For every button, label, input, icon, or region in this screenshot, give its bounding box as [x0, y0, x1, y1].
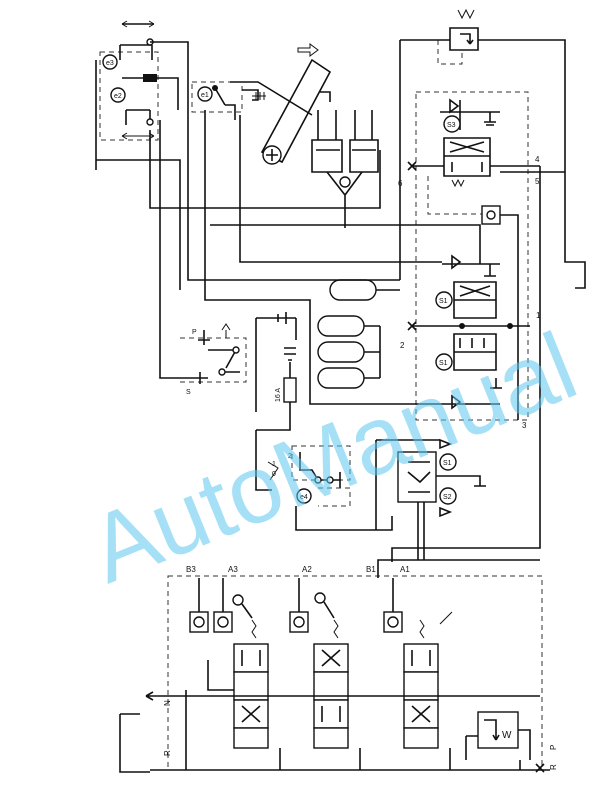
wire-label-3: 3 [522, 421, 527, 430]
label-fuse: 16 A [275, 388, 282, 402]
label-p-bottom: P [549, 745, 558, 750]
sensor-e1 [197, 86, 213, 102]
operating-lever [230, 43, 332, 165]
label-n: N [163, 700, 172, 706]
port-a2: A2 [302, 565, 312, 574]
fuse-16a [283, 377, 297, 403]
valve-stack-1 [403, 611, 453, 749]
wire-label-2: 2 [400, 341, 405, 350]
label-w: W [502, 730, 512, 741]
key-switch-e4: 1 0 2 e4 [255, 430, 393, 531]
relief-valve [477, 711, 519, 749]
label-s1-low: S1 [443, 460, 452, 467]
pressure-switch-top [399, 8, 566, 280]
label-s1-top: S1 [439, 298, 448, 305]
wire-label-4: 4 [535, 155, 540, 164]
port-b3: B3 [186, 565, 196, 574]
valve-s3: S3 [407, 98, 565, 188]
valve-s2-s1-lower: S1 S2 [375, 438, 486, 560]
check-valves-row [189, 611, 403, 633]
solenoid-s1-middle [435, 353, 453, 371]
limit-switch-e1: e1 [191, 81, 266, 120]
solenoid-s2 [439, 487, 457, 505]
arrow-left-icon [145, 691, 540, 701]
label-s2: S2 [443, 494, 452, 501]
solenoid-s3 [443, 115, 461, 133]
wiring-harness [95, 60, 481, 405]
valve-cabinet: S3 4 5 6 S1 [317, 91, 586, 562]
port-a3: A3 [228, 565, 238, 574]
switch-pos-1: 1 [272, 461, 276, 468]
switch-pos-0: 0 [272, 471, 276, 478]
hydraulic-valve-bank: B3 A3 A2 B1 A1 [119, 559, 558, 773]
spring-icon [457, 8, 475, 20]
label-e3: e3 [106, 60, 114, 67]
double-arrow-icon [121, 20, 155, 28]
wire-label-6: 6 [398, 179, 403, 188]
label-switch-p: P [192, 329, 197, 336]
valve-body-lower [397, 451, 437, 503]
port-a1: A1 [400, 565, 410, 574]
sensor-e2 [110, 87, 126, 103]
double-arrow-icon-2 [121, 132, 155, 140]
valve-stack-2 [313, 643, 349, 749]
label-e4: e4 [300, 494, 308, 501]
label-switch-s: S [186, 389, 191, 396]
solenoid-block [143, 74, 157, 82]
accumulator-bottles [317, 279, 400, 389]
arrow-right-icon [297, 43, 319, 57]
sensor-e4 [296, 488, 312, 504]
switch-p-s: P S [176, 323, 247, 396]
valve-s1-upper: S1 [435, 254, 500, 319]
label-s3: S3 [447, 122, 456, 129]
label-e1: e1 [201, 92, 209, 99]
solenoid-s1-lower [439, 453, 457, 471]
label-r: R [163, 750, 172, 756]
wire-label-5: 5 [535, 177, 540, 186]
wire-label-1: 1 [536, 311, 541, 320]
sensor-e3 [102, 54, 118, 70]
solenoid-s1-upper [435, 291, 453, 309]
double-cylinder [311, 110, 379, 210]
top-left-switch-block: e3 e2 [99, 20, 189, 141]
port-b1: B1 [366, 565, 376, 574]
label-r-right: R [549, 764, 558, 770]
label-s1-mid: S1 [439, 360, 448, 367]
battery-icon [284, 347, 296, 361]
switch-pos-2: 2 [288, 453, 292, 460]
label-e2: e2 [114, 93, 122, 100]
valve-s1-middle: S1 [407, 321, 530, 410]
battery-fuse: 16 A [255, 312, 297, 431]
